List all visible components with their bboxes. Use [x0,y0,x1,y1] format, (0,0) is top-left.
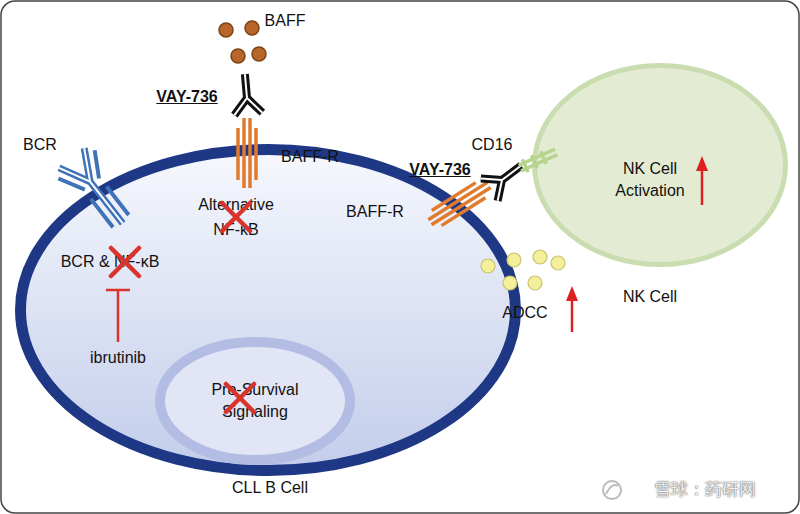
receptor-label: BAFF-R [346,202,404,222]
logo-swirl [606,485,618,494]
ligand-dot [219,23,233,37]
bcr-gap [59,148,135,233]
antibody-outline [481,154,530,200]
increase-arrow [696,156,708,205]
antibody-gap [481,154,530,200]
bcr-signal-chain [91,187,129,228]
granule [551,256,565,270]
arrow-head [566,286,578,301]
bcr-receptor [53,144,140,238]
process-text: NK Cell Activation [604,158,696,202]
granule [481,259,495,273]
receptor-chain [254,128,258,180]
inhibition-symbol [106,290,130,342]
process-text: Pro-Survival Signaling [199,379,311,423]
bcr-heavy-chain [59,148,135,233]
ligand-label: BAFF [265,11,306,31]
antibody-symbol [231,73,262,115]
increase-arrow [566,286,578,332]
granule [528,276,542,290]
cell-membrane [535,66,786,265]
arrow-shaft [571,298,574,332]
watermark: 雪球：药研网 [654,480,756,500]
antibody-gap [231,73,262,115]
logo-ring [603,481,621,499]
block-x [111,248,139,276]
baff-r-receptor [238,118,256,188]
ligand-dot [252,47,266,61]
receptor-chain [521,155,558,171]
receptor-bar [541,151,547,164]
drug-label: ibrutinib [90,348,146,368]
receptor-label: CD16 [472,135,513,155]
watermark-logo [603,481,621,499]
baff-ligand [219,21,266,63]
arrow-head [696,156,708,171]
ligand-dot [231,49,245,63]
ligand-dot [245,21,259,35]
receptor-chain [432,183,476,211]
arrow-shaft [701,168,704,205]
block-x [226,384,254,412]
receptor-chain [428,182,487,219]
cll-b-cell: CLL B CellPro-Survival Signaling [15,144,521,476]
receptor-chain [519,149,556,165]
receptor-chain [236,128,240,180]
granule [507,253,521,267]
cd16-receptor [517,145,559,174]
antibody-symbol [481,154,530,200]
antibody-outline [231,73,262,115]
receptor-chain [242,118,246,188]
bcr-light-chain [58,150,110,198]
cell-membrane [21,150,516,471]
receptor-bar [522,159,528,172]
effect-label: ADCC [502,303,547,323]
cell-name: NK Cell [623,287,677,307]
receptor-chain [248,118,252,188]
inhibition-line [117,291,120,342]
adcc-granules [481,250,565,290]
cell-name: CLL B Cell [232,478,308,498]
receptor-chain [431,187,490,224]
nk-cell: NK Cell ActivationNK Cell [532,63,788,267]
baff-r-receptor [425,177,494,230]
pathway-label: Alternative NF-κB [191,192,281,242]
receptor-label: BCR [23,135,57,155]
inhibition-bar [106,289,130,292]
ellipse-outline [155,337,355,465]
receptor-chain [441,198,485,226]
drug-label: VAY-736 [156,87,217,107]
block-x [222,203,250,231]
nucleus: Pro-Survival Signaling [155,337,355,465]
receptor-label: BAFF-R [281,147,339,167]
drug-label: VAY-736 [409,160,470,180]
cell-membrane [160,342,350,460]
pathway-label: BCR & NF-κB [61,252,160,272]
granule [503,276,517,290]
granule [533,250,547,264]
receptor-bar [531,155,537,168]
block-marks [111,203,254,412]
